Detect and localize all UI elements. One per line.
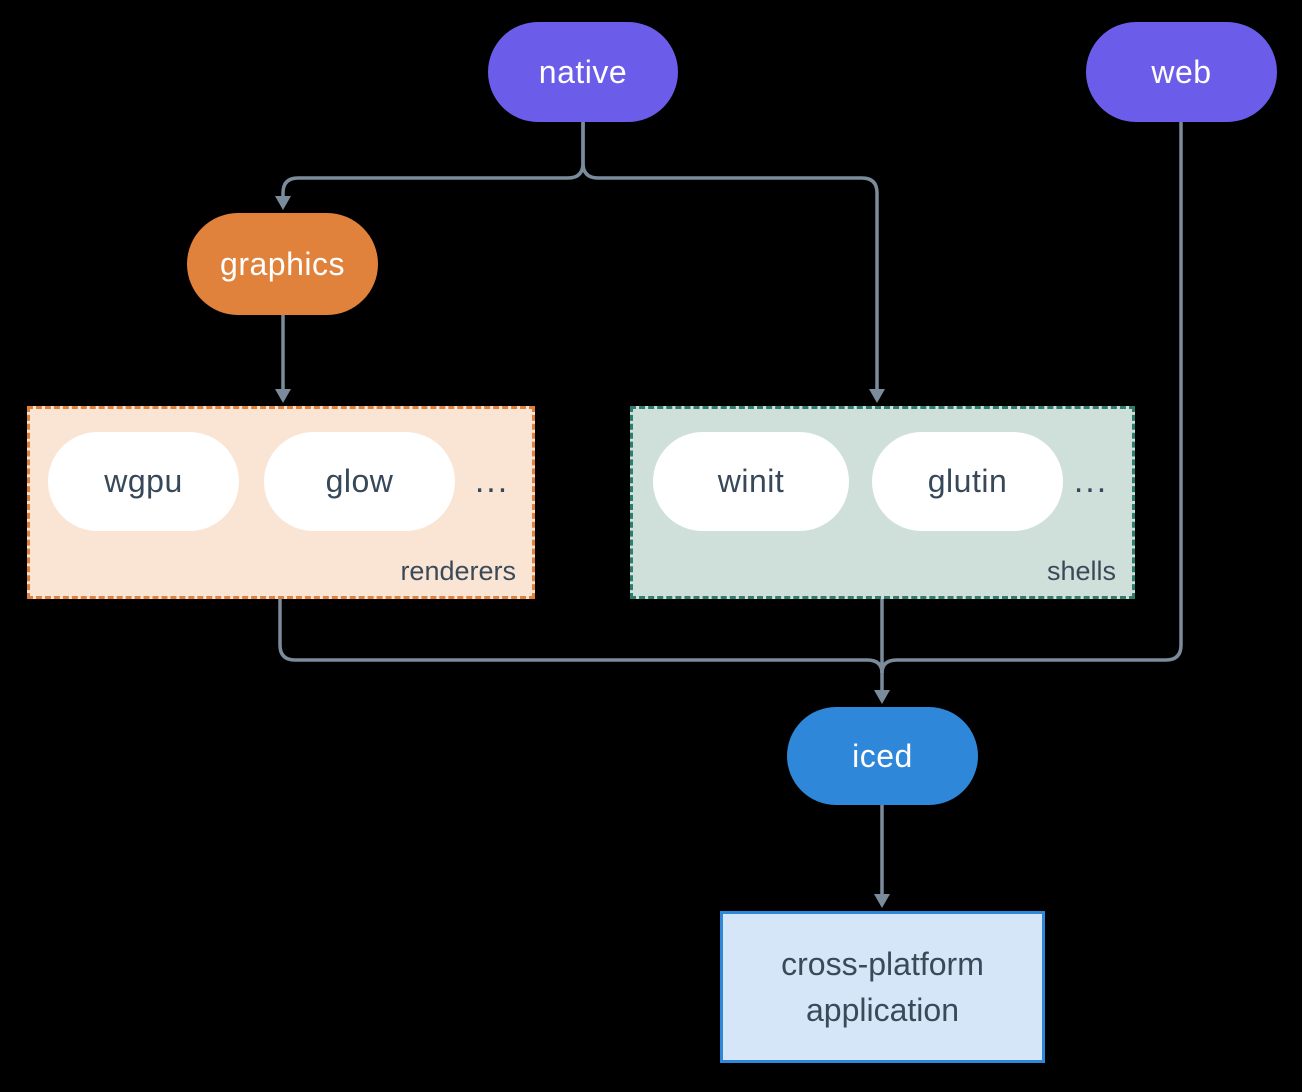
- node-web: web: [1086, 22, 1277, 122]
- node-web-label: web: [1151, 53, 1212, 90]
- arrowhead-iced: [874, 690, 890, 704]
- arrowhead-graphics: [275, 196, 291, 210]
- edge-native-to-graphics: [281, 122, 585, 196]
- node-wgpu: wgpu: [48, 432, 239, 531]
- node-winit-label: winit: [717, 463, 785, 499]
- node-native-label: native: [538, 53, 628, 90]
- node-winit: winit: [653, 432, 849, 531]
- group-renderers: wgpu glow ... renderers: [27, 406, 535, 599]
- edge-native-to-shells: [581, 122, 879, 389]
- edge-renderers-to-iced: [278, 599, 884, 674]
- arrowhead-application: [874, 894, 890, 908]
- group-renderers-label: renderers: [400, 556, 516, 586]
- node-iced-label: iced: [852, 737, 913, 774]
- arrowhead-shells: [869, 389, 885, 403]
- node-iced: iced: [787, 707, 978, 805]
- node-native: native: [488, 22, 678, 122]
- shells-ellipsis: ...: [1073, 462, 1109, 500]
- renderers-ellipsis: ...: [474, 462, 510, 500]
- node-application-label: cross-platform application: [781, 945, 984, 1028]
- node-graphics: graphics: [187, 213, 378, 315]
- node-glutin: glutin: [872, 432, 1063, 531]
- node-cross-platform-application: cross-platform application: [720, 911, 1045, 1063]
- node-wgpu-label: wgpu: [104, 463, 183, 499]
- group-shells: winit glutin ... shells: [630, 406, 1135, 599]
- node-glow-label: glow: [325, 463, 394, 499]
- group-shells-label: shells: [1046, 556, 1116, 586]
- node-glow: glow: [264, 432, 455, 531]
- node-graphics-label: graphics: [220, 245, 345, 282]
- node-glutin-label: glutin: [927, 463, 1008, 499]
- arrowhead-renderers: [275, 389, 291, 403]
